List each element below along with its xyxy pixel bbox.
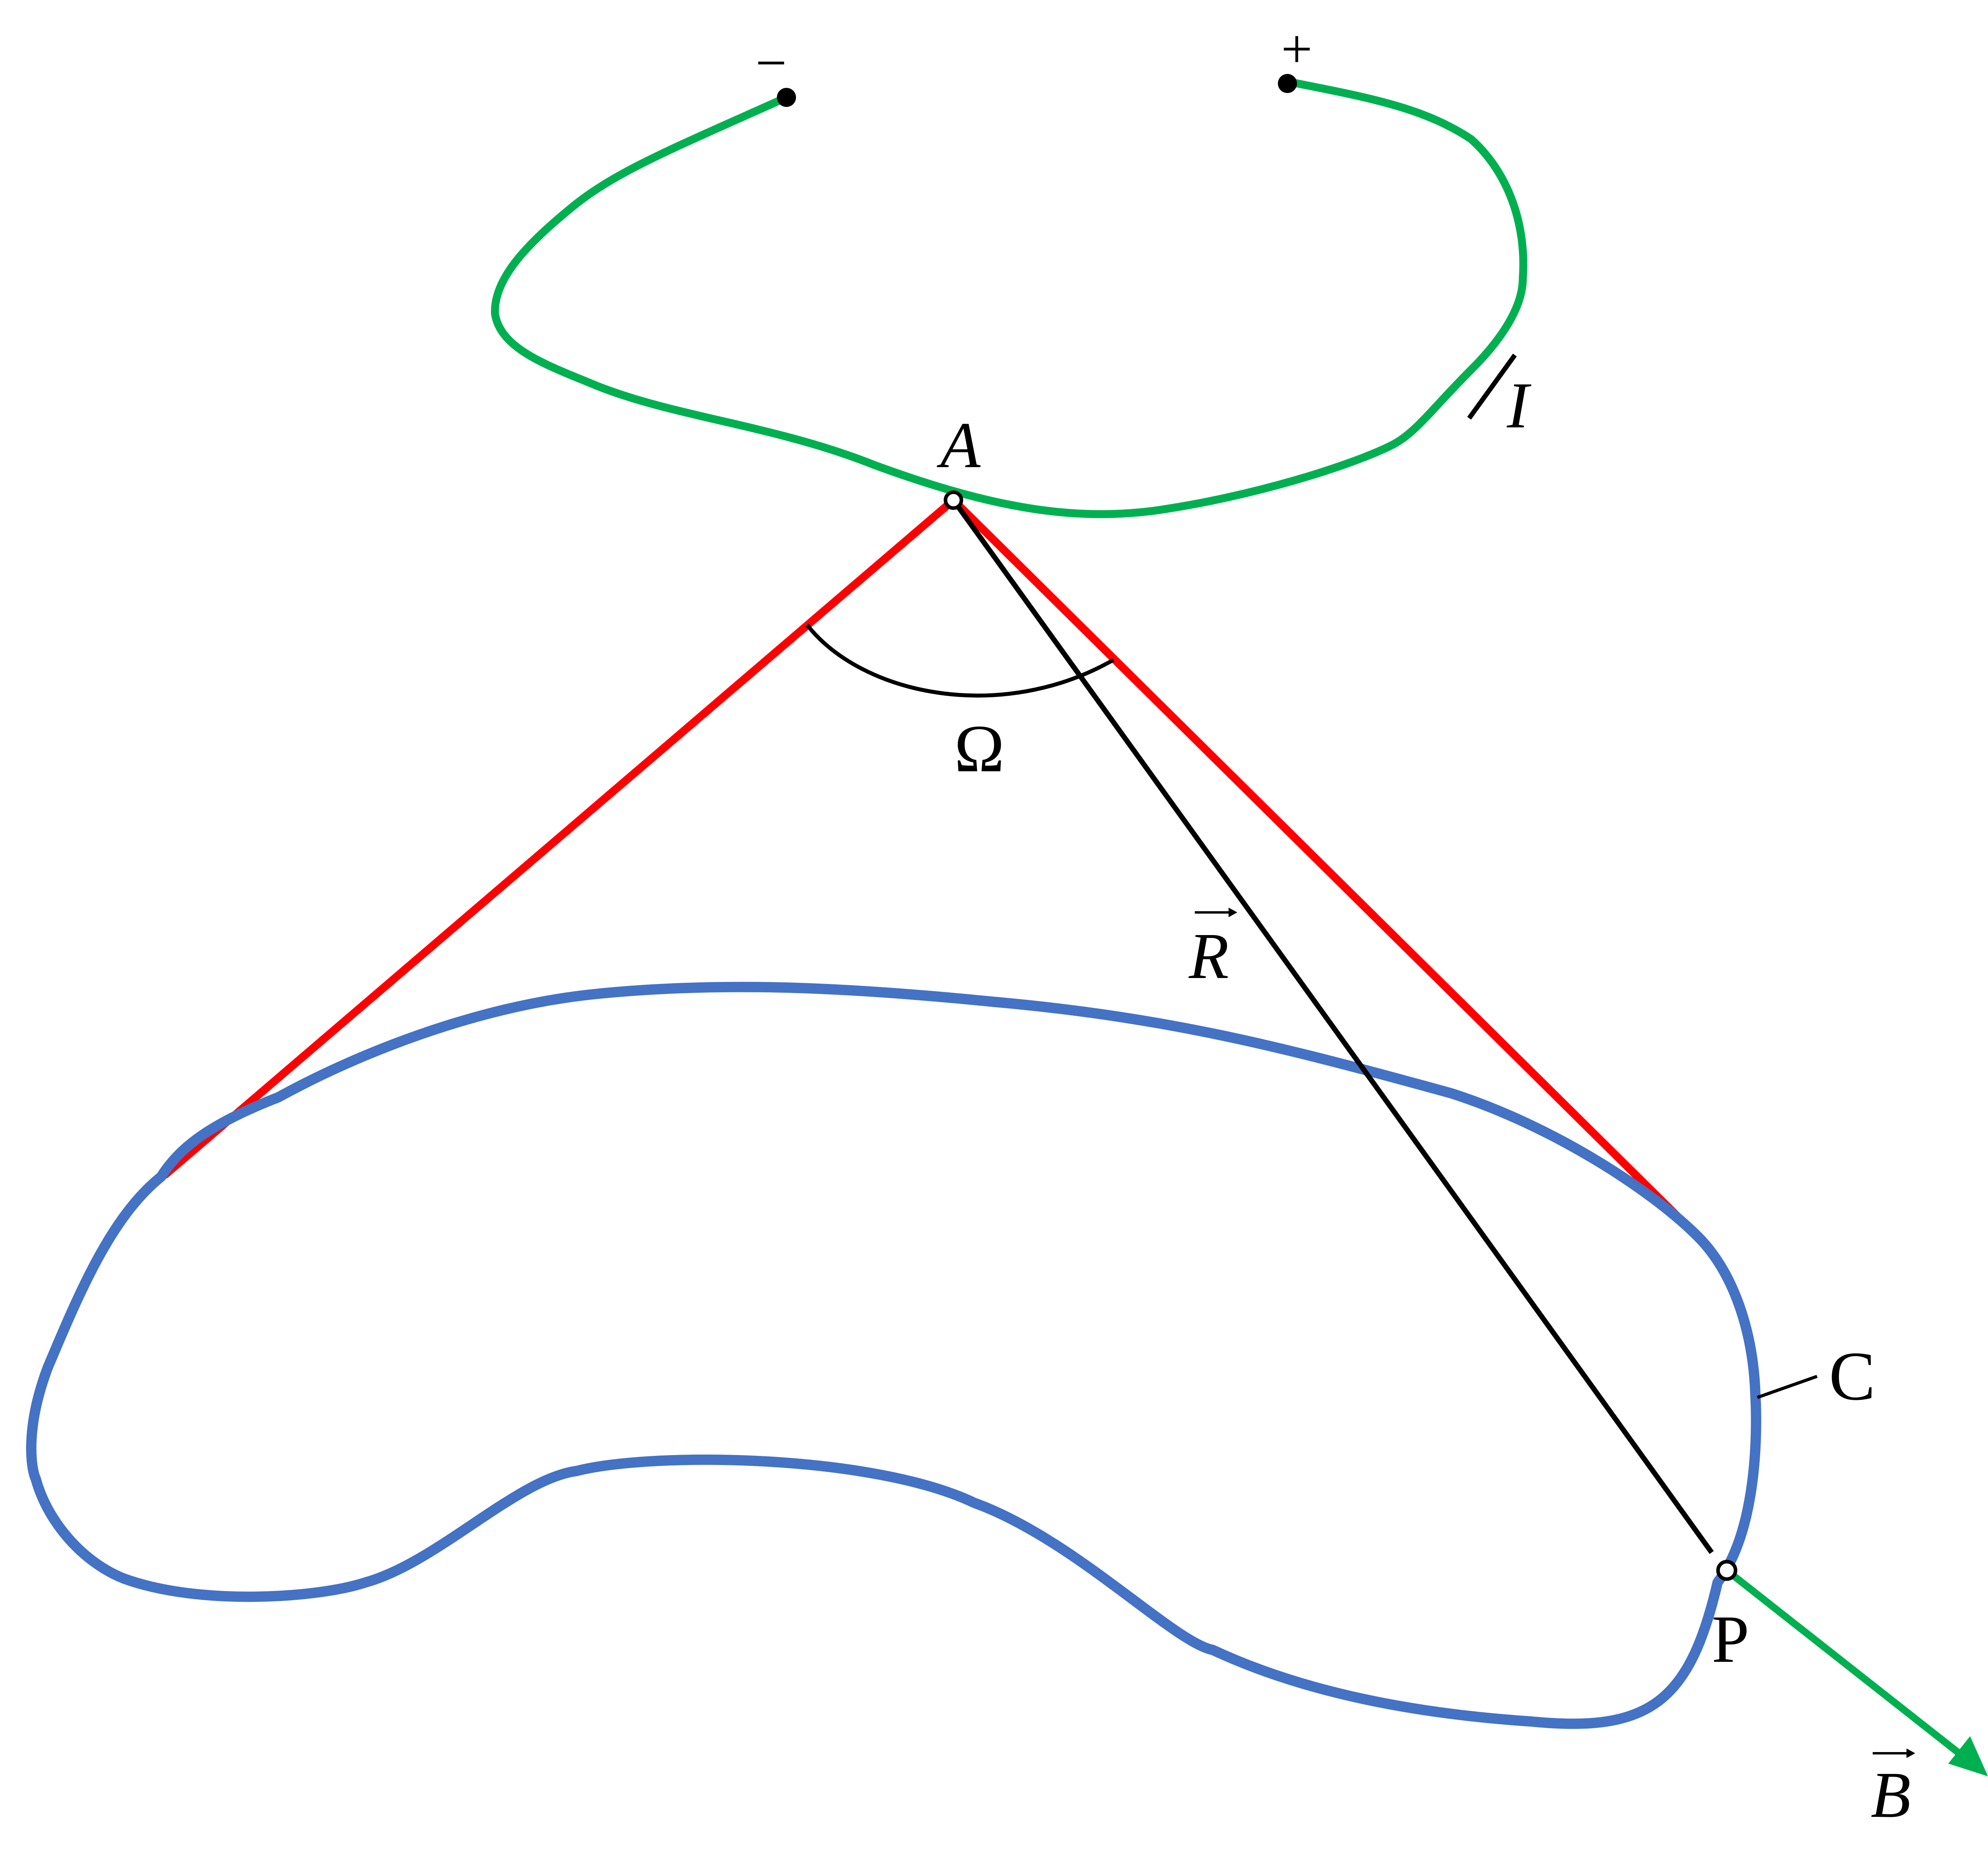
point-p-label: P — [1712, 1602, 1749, 1677]
plus-label: + — [1281, 18, 1312, 80]
current-arrow — [1467, 353, 1517, 420]
point-a-label: A — [936, 409, 981, 481]
positive-terminal — [1278, 74, 1297, 93]
curve-label-leader — [1757, 1375, 1818, 1399]
cone-line-left — [161, 496, 957, 1179]
current-label: I — [1507, 369, 1532, 442]
field-vector-label: B — [1871, 1758, 1911, 1831]
solid-angle-arc — [806, 623, 1114, 698]
negative-terminal — [777, 88, 796, 107]
field-vector-arrowhead — [1948, 1736, 1988, 1776]
radius-vector-label: R — [1188, 920, 1229, 992]
point-a-marker — [944, 490, 963, 510]
solid-angle-label: Ω — [954, 711, 1004, 786]
b-overarrow — [1873, 1748, 1915, 1758]
radius-vector-arrow — [951, 499, 1714, 1554]
cone-line-right — [949, 496, 1692, 1230]
field-vector-line — [1723, 1567, 1966, 1759]
curve-label: C — [1829, 1337, 1875, 1415]
wire — [491, 78, 1528, 518]
point-p-marker — [1716, 1560, 1738, 1581]
closed-loop-c — [26, 982, 1761, 1729]
r-overarrow — [1195, 908, 1237, 917]
minus-label: − — [755, 32, 787, 94]
